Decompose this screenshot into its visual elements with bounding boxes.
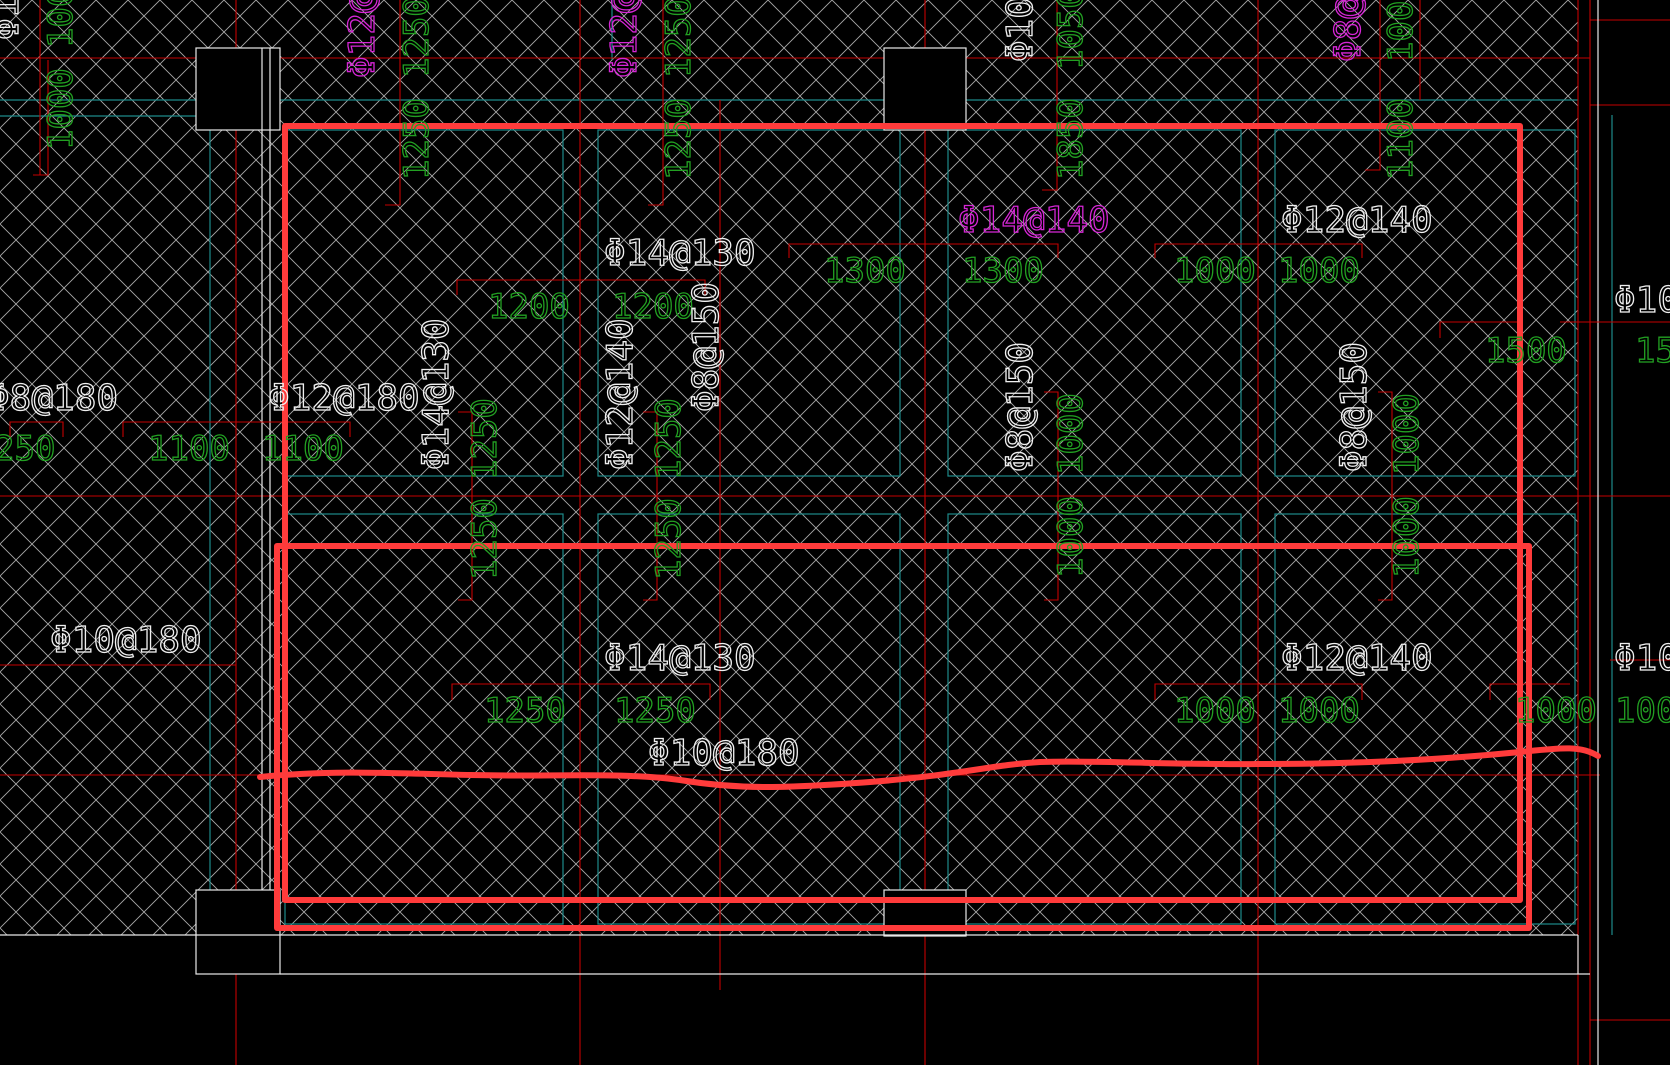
vdim-1000-top-left: 1000 <box>41 0 81 48</box>
vdim-1250-b: 1250 <box>659 98 699 180</box>
dim-1250-b: 1250 <box>614 691 696 731</box>
vdim-1000-mid-b: 1000 <box>1387 393 1427 475</box>
vdim-1000-low-a: 1000 <box>1051 496 1091 578</box>
rebar-phi8-180-left: Φ8@180 <box>0 378 118 419</box>
vdim-1000-top-right: 1000 <box>1381 0 1421 62</box>
markup-rect-top <box>282 123 1523 903</box>
dim-1000-d: 1000 <box>1278 691 1360 731</box>
columns <box>0 0 1599 1065</box>
vrebar-phi12-140: Φ12@140 <box>600 318 641 470</box>
vrebar-phi8-150-a: Φ8@150 <box>686 282 727 412</box>
vrebar-phi8-top: Φ8@ <box>1328 0 1369 62</box>
vrebar-phi8-150-b: Φ8@150 <box>1000 342 1041 472</box>
vdim-1000-mid-a: 1000 <box>1051 393 1091 475</box>
dim-1000-f: 1000 <box>1615 691 1670 731</box>
dim-1000-a: 1000 <box>1174 251 1256 291</box>
vdim-1100-top-right: 1100 <box>1381 98 1421 180</box>
vrebar-phi12-top-b: Φ12@ <box>604 0 645 78</box>
dimension-labels: 250 1100 1100 1200 1200 1300 1300 1000 1… <box>0 250 1670 731</box>
dim-1250-a: 1250 <box>484 691 566 731</box>
dim-250: 250 <box>0 429 55 469</box>
dim-1200-a: 1200 <box>488 287 570 327</box>
rebar-phi14-130-top: Φ14@130 <box>604 233 756 274</box>
rebar-phi12-140-bottom: Φ12@140 <box>1281 638 1433 679</box>
dim-1000-b: 1000 <box>1278 251 1360 291</box>
vdim-1250-f: 1250 <box>649 498 689 580</box>
dim-1300-a: 1300 <box>824 251 906 291</box>
rebar-phi12-140-top: Φ12@140 <box>1281 200 1433 241</box>
panel-outlines <box>0 0 1613 935</box>
rebar-phi10-right-top: Φ10 <box>1614 280 1670 321</box>
markup-annotations <box>257 123 1601 931</box>
dim-1200-b: 1200 <box>612 287 694 327</box>
rebar-phi10-right-bottom: Φ10 <box>1614 638 1670 679</box>
vdim-1000-left: 1000 <box>41 68 81 150</box>
vrebar-phi10-top: Φ10@ <box>1000 0 1041 62</box>
rebar-phi12-180: Φ12@180 <box>268 378 420 419</box>
dim-1000-e: 1000 <box>1515 691 1597 731</box>
vdim-1000-low-b: 1000 <box>1387 496 1427 578</box>
rebar-labels: Φ8@180 Φ12@180 Φ10@180 Φ14@130 Φ14@140 Φ… <box>0 199 1670 774</box>
rebar-phi10-180-left: Φ10@180 <box>50 620 202 661</box>
vdim-1850: 1850 <box>1051 98 1091 180</box>
rebar-phi14-140-top: Φ14@140 <box>958 200 1110 241</box>
vdim-1250-d: 1250 <box>649 398 689 480</box>
rebar-phi10-180-bottom: Φ10@180 <box>648 733 800 774</box>
vdim-1250-a: 1250 <box>397 98 437 180</box>
dimension-leaders <box>9 0 1670 700</box>
dimension-labels-vertical: 1000 1000 1250 1250 1250 1250 1050 1850 … <box>40 0 1427 581</box>
dim-1100-a: 1100 <box>148 429 230 469</box>
markup-rect-bottom <box>274 543 1532 931</box>
vdim-1050-top: 1050 <box>1051 0 1091 70</box>
rebar-labels-vertical: Φ12@ Φ12@ Φ10@ Φ8@ Φ1 Φ14@130 Φ12@140 Φ8… <box>0 0 1376 473</box>
dim-1000-c: 1000 <box>1174 691 1256 731</box>
vrebar-phi-top-left: Φ1 <box>0 0 27 40</box>
vrebar-phi14-130: Φ14@130 <box>416 318 457 470</box>
dim-15: 15 <box>1635 331 1670 371</box>
dim-1300-b: 1300 <box>962 251 1044 291</box>
vrebar-phi12-top-a: Φ12@ <box>342 0 383 78</box>
vrebar-phi8-150-c: Φ8@150 <box>1334 342 1375 472</box>
dim-1500: 1500 <box>1485 331 1567 371</box>
rebar-phi14-130-bottom: Φ14@130 <box>604 638 756 679</box>
vdim-1250-e: 1250 <box>465 498 505 580</box>
markup-freehand-line <box>257 745 1601 790</box>
vdim-1250-top-a: 1250 <box>397 0 437 78</box>
dim-1100-b: 1100 <box>262 429 344 469</box>
vdim-1250-c: 1250 <box>465 398 505 480</box>
vdim-1250-top-b: 1250 <box>659 0 699 78</box>
